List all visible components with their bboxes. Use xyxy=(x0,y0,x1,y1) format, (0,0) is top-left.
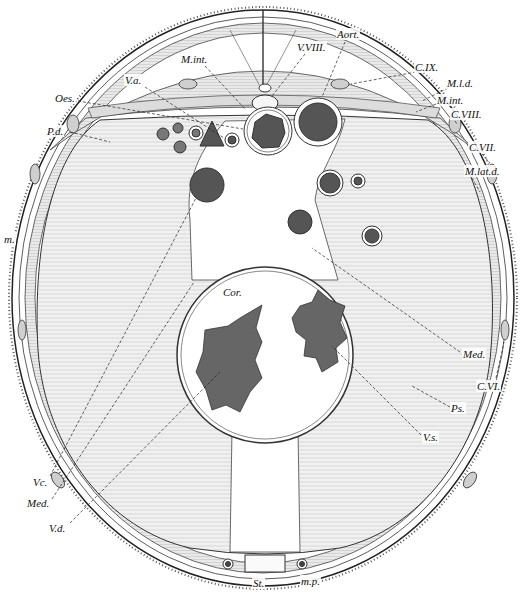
anatomy-label: C.VIII. xyxy=(450,108,483,120)
leader-line xyxy=(70,132,110,142)
leader-line xyxy=(351,72,416,84)
leader-line xyxy=(78,101,243,129)
anatomy-label: Med. xyxy=(462,348,486,360)
vessel xyxy=(320,173,340,193)
vena-azygos xyxy=(225,133,239,147)
leader-line xyxy=(52,282,194,499)
leader-line xyxy=(50,198,196,476)
leader-line xyxy=(332,346,421,435)
leader-line xyxy=(455,121,457,124)
anatomy-label: St. xyxy=(252,577,265,589)
anatomy-label: Ps. xyxy=(450,402,466,414)
anatomy-label: Cor. xyxy=(222,286,243,298)
rib xyxy=(18,320,26,340)
leader-lines xyxy=(50,42,504,523)
anatomy-label: C.VI. xyxy=(476,380,501,392)
oesophagus-lumen xyxy=(252,114,285,148)
leader-line xyxy=(312,248,460,352)
subcutis xyxy=(19,17,507,579)
aorta-lumen xyxy=(299,103,337,141)
heart-wall xyxy=(181,271,349,439)
hair-fringe xyxy=(9,7,517,589)
bronchus xyxy=(189,126,203,140)
vessel xyxy=(317,170,343,196)
sternum-group xyxy=(223,555,307,572)
leader-line xyxy=(416,104,436,112)
left-ventricle xyxy=(292,290,347,372)
anatomy-label: V.VIII. xyxy=(296,41,327,53)
bronchus xyxy=(192,129,200,137)
bronchus xyxy=(200,121,224,146)
mediastinum xyxy=(230,430,300,552)
spinous-process xyxy=(262,10,263,92)
rib xyxy=(179,79,197,89)
rib xyxy=(461,470,480,490)
leader-line xyxy=(496,342,504,378)
mammary-vessel xyxy=(297,559,307,569)
muscle-layer xyxy=(25,23,501,573)
anatomy-label: V.d. xyxy=(48,522,66,534)
leader-line xyxy=(412,386,450,407)
rib xyxy=(67,115,79,133)
vessel xyxy=(288,210,312,234)
anatomy-label: V.s. xyxy=(422,431,439,443)
vessels xyxy=(157,98,382,246)
vena-cava xyxy=(190,168,224,202)
neural-canal xyxy=(259,84,271,92)
body-wall xyxy=(9,7,517,589)
anatomy-label: Med. xyxy=(26,497,50,509)
leader-line xyxy=(145,87,224,138)
anatomy-label: C.VII. xyxy=(468,141,497,153)
vessel xyxy=(354,177,362,185)
anatomy-label: m. xyxy=(3,233,16,245)
vena-azygos xyxy=(228,136,236,144)
skin xyxy=(12,10,514,586)
rib xyxy=(331,79,349,89)
anatomy-label: P.d. xyxy=(46,125,64,137)
leader-line xyxy=(472,178,480,192)
bronchus xyxy=(173,123,183,133)
anatomy-label: M.l.d. xyxy=(446,77,474,89)
bronchus xyxy=(157,128,169,140)
anatomy-label: Oes. xyxy=(54,92,76,104)
anatomy-label: M.lat.d. xyxy=(464,165,501,177)
anatomy-label: m.p. xyxy=(300,575,321,587)
rib xyxy=(30,164,40,184)
right-ventricle xyxy=(196,305,262,412)
heart xyxy=(177,267,353,443)
pericardium xyxy=(177,267,353,443)
leader-line xyxy=(482,154,490,163)
anatomy-label: Aort. xyxy=(336,28,360,40)
mammary-vessel xyxy=(300,562,305,567)
anatomy-label: M.int. xyxy=(436,94,464,106)
vessel xyxy=(362,226,382,246)
anatomy-label: M.int. xyxy=(180,53,208,65)
leader-line xyxy=(272,54,305,96)
leader-line xyxy=(70,372,220,523)
leader-line xyxy=(205,66,246,110)
mammary-vessel xyxy=(226,562,231,567)
anatomy-label: Vc. xyxy=(32,476,48,488)
anatomy-label: V.a. xyxy=(124,74,142,86)
mammary-vessel xyxy=(223,559,233,569)
vessel xyxy=(365,229,379,243)
oesophagus-wall xyxy=(244,107,292,155)
aorta-wall xyxy=(294,98,342,146)
pleural-cavity xyxy=(37,115,492,554)
oesophagus-wall xyxy=(247,110,289,152)
sternum xyxy=(245,555,285,572)
anatomy-label: C.IX. xyxy=(414,61,439,73)
rib xyxy=(501,320,509,340)
fascia-line xyxy=(230,30,263,92)
bronchus xyxy=(174,141,186,153)
fascia-line xyxy=(263,30,296,92)
vessel xyxy=(351,174,365,188)
